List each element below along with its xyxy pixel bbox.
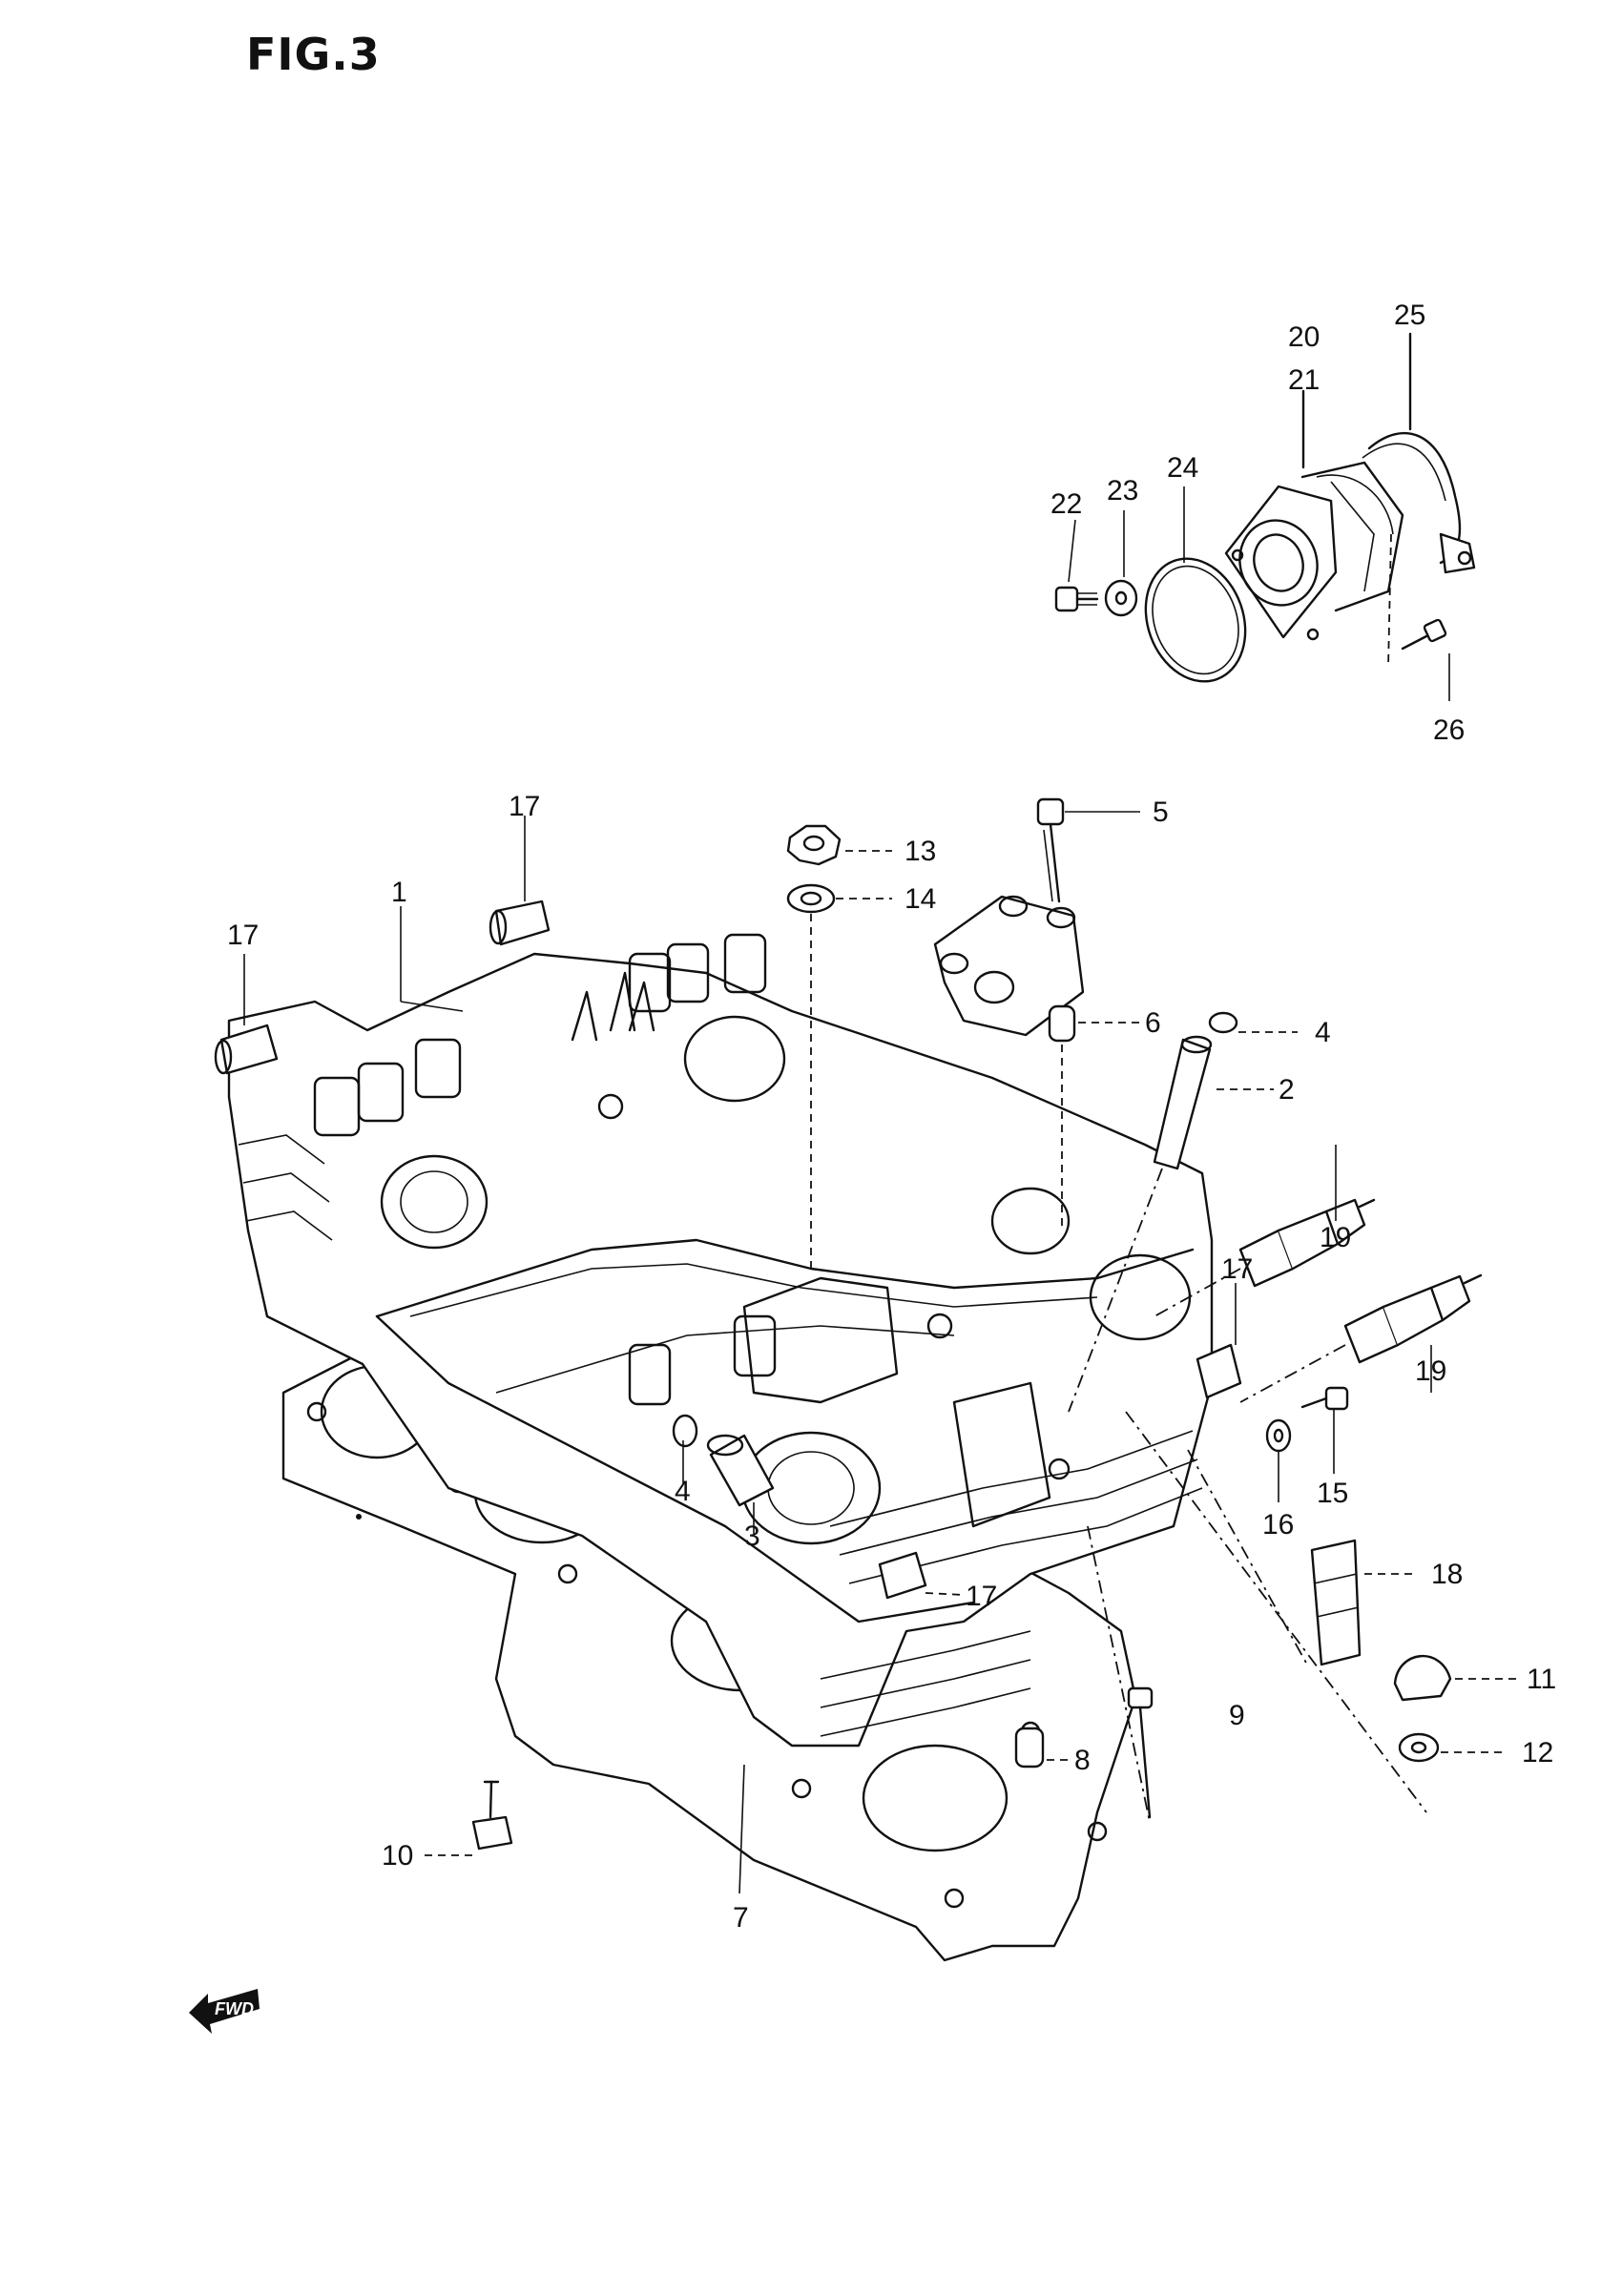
fwd-label: FWD <box>215 1999 254 2018</box>
hose-clamp-part-25 <box>1362 432 1476 574</box>
plug-part-17-b <box>214 1024 279 1075</box>
washer-part-14 <box>786 883 836 914</box>
callout-2: 2 <box>1279 1074 1295 1106</box>
callout-19-a: 19 <box>1320 1222 1351 1253</box>
callout-19-b: 19 <box>1415 1355 1446 1387</box>
callout-labels: 20 21 25 22 23 24 26 17 17 1 13 14 5 6 4… <box>227 300 1556 1934</box>
intake-assembly <box>1054 432 1476 683</box>
callout-14: 14 <box>905 883 936 915</box>
callout-12: 12 <box>1522 1737 1553 1769</box>
callout-17-d: 17 <box>966 1581 997 1612</box>
callout-8: 8 <box>1074 1745 1091 1776</box>
forward-direction-arrow: FWD <box>189 1989 260 2034</box>
cap-nut-part-11 <box>1393 1654 1452 1702</box>
callout-25: 25 <box>1394 300 1425 331</box>
washer-part-12 <box>1398 1732 1440 1763</box>
callout-26: 26 <box>1433 714 1465 746</box>
spark-plug-part-19-b <box>1343 1273 1483 1364</box>
union-part-3 <box>706 1434 775 1507</box>
cap-part-18 <box>1310 1539 1362 1666</box>
callout-15: 15 <box>1317 1478 1348 1509</box>
callout-13: 13 <box>905 836 936 867</box>
callout-9: 9 <box>1229 1700 1245 1731</box>
o-ring-part-4-b <box>672 1414 698 1448</box>
dowel-pin-part-6 <box>1048 1004 1076 1043</box>
oil-pipe-part-2 <box>1153 1035 1213 1170</box>
plug-part-17-a <box>489 900 551 946</box>
intake-manifold-part-20-21 <box>1224 461 1404 641</box>
callout-4-a: 4 <box>1315 1017 1331 1048</box>
figure-title: FIG.3 <box>246 29 381 80</box>
callout-3: 3 <box>744 1520 760 1552</box>
callout-17-a: 17 <box>509 791 540 822</box>
callout-24: 24 <box>1167 452 1198 484</box>
dowel-pin-part-8 <box>1014 1727 1045 1769</box>
callout-17-c: 17 <box>1221 1253 1253 1285</box>
callout-leaders <box>243 332 1517 1894</box>
plug-part-17-c <box>1196 1343 1242 1399</box>
callout-4-b: 4 <box>675 1476 691 1507</box>
spark-plug-part-19-a <box>1238 1198 1376 1288</box>
plug-part-17-d <box>878 1551 927 1600</box>
callout-10: 10 <box>382 1840 413 1872</box>
bolt-part-22 <box>1054 586 1099 612</box>
callout-17-b: 17 <box>227 920 259 951</box>
bolt-part-15 <box>1300 1386 1349 1411</box>
cylinder-head-part-1 <box>227 933 1214 1748</box>
callout-22: 22 <box>1050 488 1082 520</box>
callout-11: 11 <box>1527 1664 1556 1695</box>
stud-bolt-part-9 <box>1127 1686 1154 1819</box>
washer-part-16 <box>1265 1418 1292 1453</box>
callout-20: 20 <box>1288 321 1320 353</box>
o-ring-part-4-a <box>1208 1011 1238 1034</box>
cam-bracket <box>933 895 1085 1037</box>
callout-21: 21 <box>1288 364 1320 396</box>
callout-16: 16 <box>1262 1509 1294 1541</box>
cylinder-head-assembly <box>227 933 1214 1962</box>
callout-6: 6 <box>1145 1007 1161 1039</box>
callout-5: 5 <box>1153 796 1169 828</box>
screw-part-26 <box>1401 618 1447 651</box>
bolt-part-5 <box>1036 797 1065 903</box>
callout-23: 23 <box>1107 475 1138 507</box>
callout-18: 18 <box>1431 1559 1463 1590</box>
bolt-part-10 <box>471 1780 513 1851</box>
nut-part-13 <box>786 824 842 866</box>
callout-7: 7 <box>733 1902 749 1934</box>
o-ring-part-24 <box>1144 557 1247 683</box>
washer-part-23 <box>1104 579 1138 617</box>
callout-1: 1 <box>391 877 407 908</box>
